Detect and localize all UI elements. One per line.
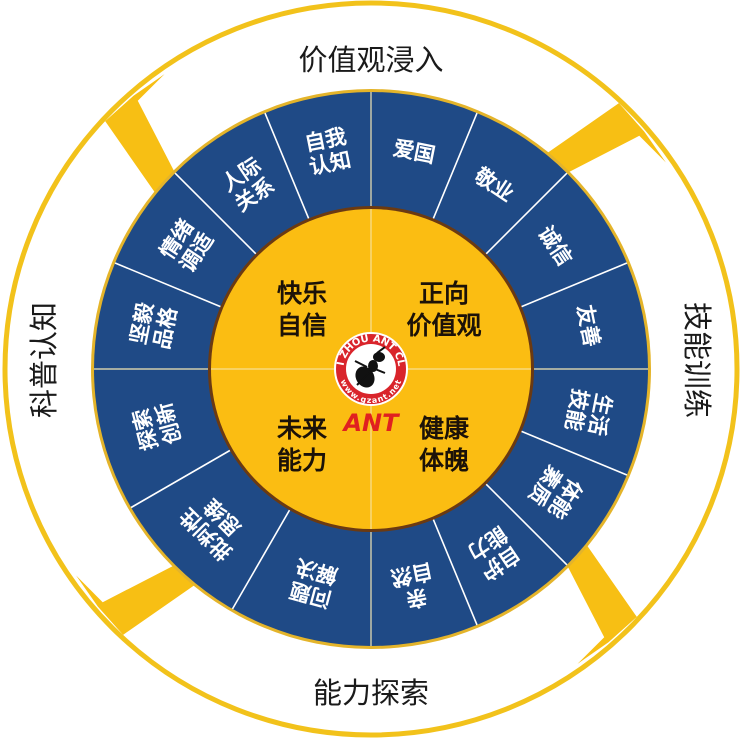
core-label-line: 体魄 [419,446,469,475]
outer-stage-labels: 价值观浸入 技能训练 能力探索 科普认知 [27,43,714,710]
ant-icon [354,346,386,388]
segment-divider [431,112,478,222]
outer-label-right: 技能训练 [680,302,714,418]
segment-divider [174,172,259,257]
segment-label-line: 亲 [404,584,429,612]
cycle-arrows [76,74,666,664]
segment-divider [231,507,292,610]
core-label-line: 能力 [277,446,327,475]
segment-divider [483,172,568,257]
segment-divider [431,516,478,626]
outer-label-top: 价值观浸入 [298,43,443,77]
segment-divider [518,262,628,309]
top-right-arrow-chevron-icon [544,103,666,174]
outer-label-bottom: 能力探索 [313,676,429,710]
segment-divider [483,481,568,566]
core-label-line: 价值观 [406,311,481,340]
segment-divider [518,429,628,476]
core-label-line: 正向 [419,279,469,308]
core-label-line: 自信 [277,311,327,340]
core-label-line: 健康 [419,414,470,443]
segment-divider [114,262,224,309]
core-label-line: 未来 [277,414,328,443]
bottom-left-arrow-chevron-icon [76,564,198,635]
top-left-arrow-chevron-icon [105,74,176,196]
segment-divider [264,112,311,222]
segment-divider [130,448,233,509]
ant-wordmark: ANT [341,409,400,437]
bottom-right-arrow-chevron-icon [566,542,637,664]
outer-label-left: 科普认知 [27,302,61,418]
core-label-line: 快乐 [277,279,327,308]
